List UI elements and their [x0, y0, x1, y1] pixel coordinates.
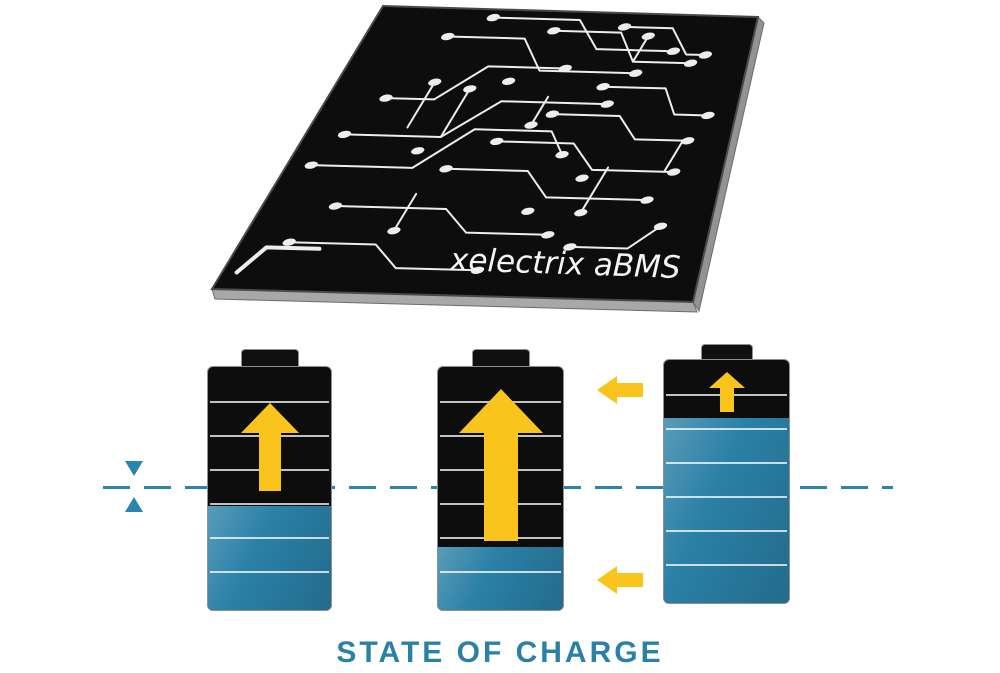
cell-divider — [210, 503, 329, 506]
battery-fill-level — [208, 505, 331, 610]
circuit-pads — [282, 13, 715, 274]
cell-divider — [666, 564, 787, 567]
circuit-board-illustration: xelectrix aBMS — [210, 4, 791, 313]
circuit-traces — [237, 11, 791, 283]
cell-divider — [440, 571, 561, 574]
battery-terminal — [240, 349, 299, 366]
board-top-face — [210, 4, 760, 304]
cell-divider — [210, 537, 329, 540]
battery-body — [207, 366, 332, 611]
caption-title: STATE OF CHARGE — [336, 636, 664, 669]
battery-body — [437, 366, 564, 611]
transfer-left-arrow-icon — [597, 566, 643, 594]
battery-terminal — [471, 349, 530, 366]
battery-right — [663, 344, 790, 604]
cell-divider — [210, 571, 329, 574]
transfer-left-arrow-icon — [597, 376, 643, 404]
triangle-up-icon — [125, 497, 143, 512]
charge-up-arrow-icon — [241, 403, 299, 491]
battery-fill-level — [664, 418, 789, 603]
battery-center — [437, 349, 564, 611]
triangle-down-icon — [125, 461, 143, 476]
cell-divider — [666, 462, 787, 465]
battery-fill-level — [438, 546, 563, 610]
charge-up-arrow-icon — [459, 389, 543, 541]
cell-divider — [666, 496, 787, 499]
charge-up-arrow-icon — [709, 372, 745, 412]
battery-body — [663, 359, 790, 604]
board-label: xelectrix aBMS — [449, 242, 682, 286]
balance-marker-icon — [125, 461, 144, 512]
battery-terminal — [700, 344, 753, 359]
cell-divider — [210, 401, 329, 404]
cell-divider — [666, 530, 787, 533]
battery-left — [207, 349, 332, 611]
cell-divider — [666, 428, 787, 431]
